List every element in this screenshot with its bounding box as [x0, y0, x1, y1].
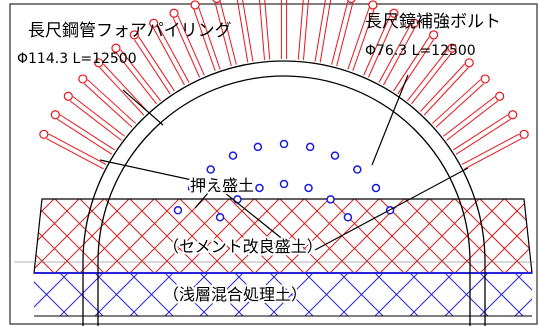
pipe-roof-title: 長尺鋼管フォアパイリング	[28, 21, 232, 41]
pipe	[443, 91, 505, 141]
pipe	[259, 0, 271, 60]
pipe	[129, 30, 175, 95]
bolt	[215, 213, 225, 222]
bolt	[255, 183, 264, 193]
bolt	[173, 206, 183, 215]
face-bolt-title: 長尺鏡補強ボルト	[365, 12, 501, 32]
pipe	[111, 43, 162, 105]
diagram-frame	[9, 3, 538, 325]
shallow-mix-zone	[34, 272, 532, 317]
pipe-roof-spec: Φ114.3 L=12500	[17, 51, 137, 67]
pipe	[50, 110, 115, 155]
pipe	[406, 43, 457, 105]
cement-fill-label: （セメント改良盛土）	[163, 237, 323, 256]
pipe	[347, 0, 378, 72]
bolt	[330, 151, 340, 160]
bolt	[279, 139, 289, 149]
bolt	[187, 183, 197, 193]
pipe	[461, 129, 529, 170]
cement-fill-zone	[33, 198, 533, 274]
bolt	[353, 165, 362, 174]
bolt	[206, 165, 215, 174]
pipe	[393, 30, 439, 95]
bolt	[304, 183, 313, 193]
bolt	[326, 195, 335, 204]
pipe	[297, 0, 309, 60]
bolt	[305, 142, 315, 152]
face-bolt-spec: Φ76.3 L=12500	[365, 43, 476, 59]
pipe	[378, 18, 419, 86]
pipe	[453, 110, 518, 155]
bolt	[279, 179, 289, 189]
pipe	[236, 0, 254, 63]
bolt	[371, 183, 381, 193]
pipe-fore-piling-group	[39, 0, 529, 170]
bolt	[228, 151, 238, 160]
tunnel-arch	[14, 60, 534, 326]
pipe	[331, 0, 356, 67]
pipe	[432, 74, 490, 128]
bolt	[233, 195, 242, 204]
bolt	[253, 142, 263, 152]
face-bolt-group	[173, 139, 395, 222]
pipe	[190, 0, 221, 72]
bolt	[343, 213, 353, 222]
pipe	[39, 129, 107, 170]
pipe	[63, 91, 125, 141]
leader-lines	[99, 74, 469, 251]
pipe	[169, 8, 205, 78]
pipe	[314, 0, 332, 63]
pipe	[78, 74, 136, 128]
pipe	[212, 0, 237, 67]
pipe	[363, 8, 399, 78]
berm-label: 押え盛土	[190, 176, 254, 195]
pipe	[94, 58, 149, 116]
pipe	[419, 58, 474, 116]
pipe	[149, 18, 190, 86]
pipe	[280, 0, 288, 59]
shallow-mix-label: （浅層混合処理土）	[163, 285, 307, 304]
